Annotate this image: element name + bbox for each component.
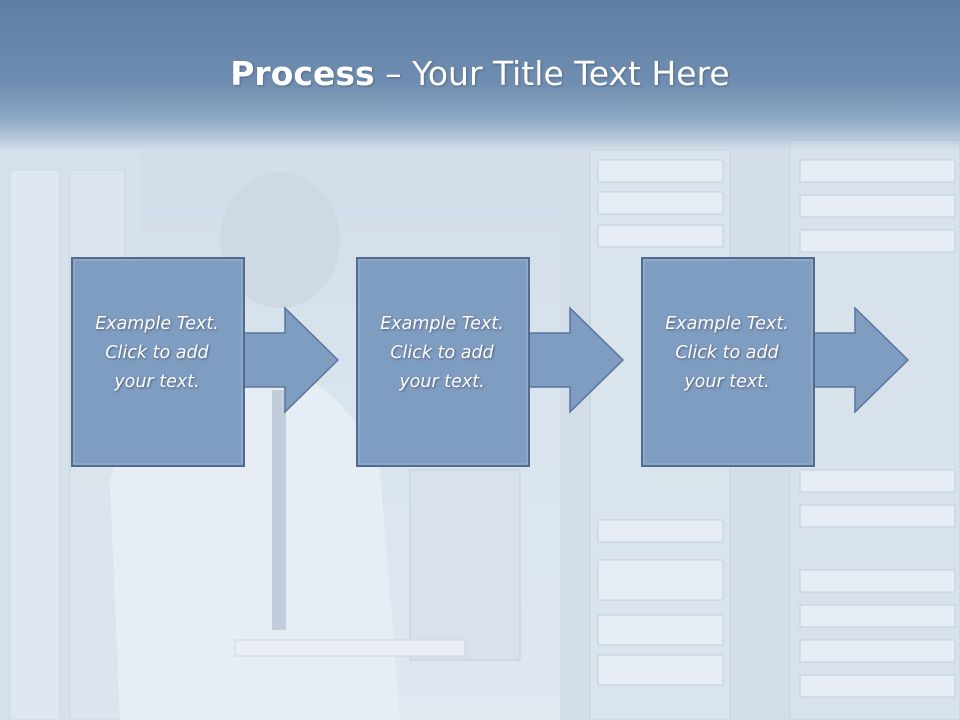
step-2-text[interactable]: Example Text. Click to add your text. [380, 314, 504, 392]
process-step-3[interactable]: Example Text. Click to add your text. [640, 256, 920, 468]
title-rest: Your Title Text Here [412, 54, 730, 93]
title-band [0, 0, 960, 150]
step-2-shape [356, 257, 625, 467]
process-step-1[interactable]: Example Text. Click to add your text. [70, 256, 350, 468]
step-3-text[interactable]: Example Text. Click to add your text. [665, 314, 789, 392]
process-step-2[interactable]: Example Text. Click to add your text. [355, 256, 635, 468]
step-1-shape [71, 257, 340, 467]
step-3-shape [641, 257, 910, 467]
title-bold-part: Process [230, 54, 375, 93]
step-1-text[interactable]: Example Text. Click to add your text. [95, 314, 219, 392]
title-separator: – [374, 54, 413, 93]
slide-title[interactable]: Process – Your Title Text Here [0, 52, 960, 96]
